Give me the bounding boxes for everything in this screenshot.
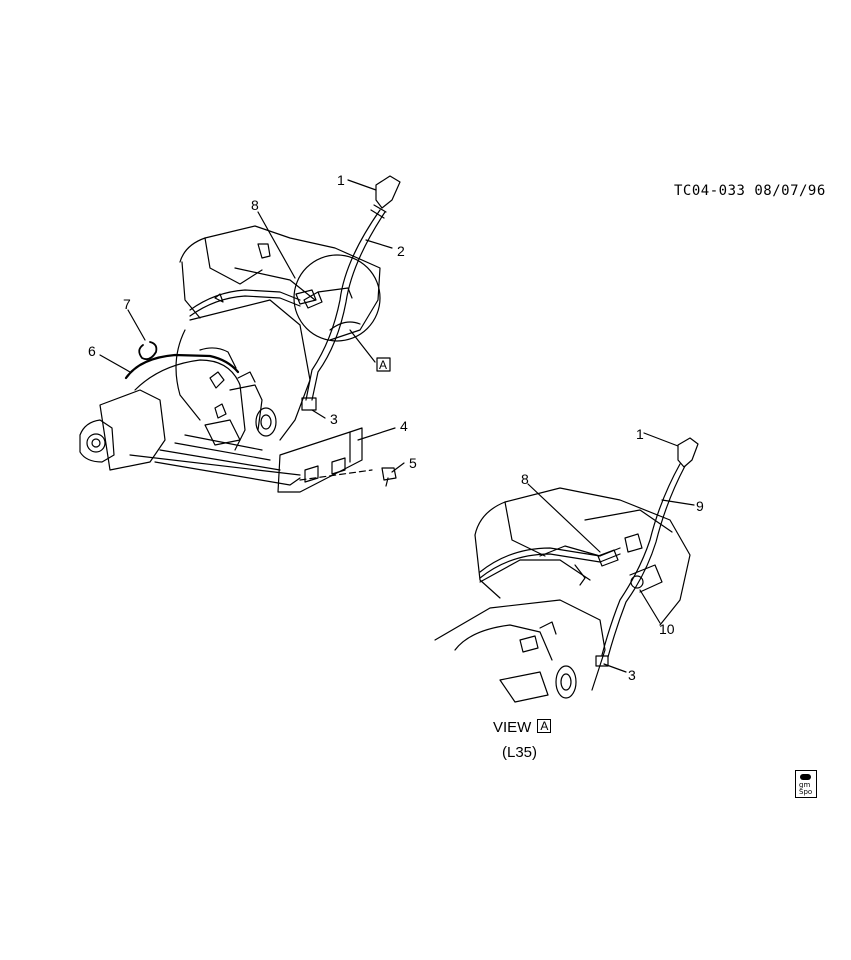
engine-code: (L35) — [502, 744, 538, 761]
detail-circle-a — [293, 254, 381, 342]
callout-8-main: 8 — [251, 197, 259, 213]
shield-main — [277, 427, 373, 493]
bracket-10-view — [629, 564, 663, 593]
harness-main — [124, 353, 240, 380]
callout-5-main: 5 — [409, 455, 417, 471]
callout-3-view: 3 — [628, 667, 636, 683]
logo-line1: gm — [799, 781, 811, 789]
callout-2-main: 2 — [397, 243, 405, 259]
dipstick-tube-view — [595, 437, 699, 667]
logo-cap-icon — [800, 774, 811, 780]
callout-1-main: 1 — [337, 172, 345, 188]
callout-6-main: 6 — [88, 343, 96, 359]
leaders-view — [527, 432, 695, 673]
gm-spo-logo: gm Spo — [795, 770, 817, 798]
transmission-main — [79, 299, 311, 486]
logo-line2: Spo — [799, 788, 813, 796]
callout-a-letter: A — [379, 358, 387, 372]
callout-9-view: 9 — [696, 498, 704, 514]
view-letter-box: A — [537, 719, 552, 733]
callout-4-main: 4 — [400, 418, 408, 434]
clip-main — [138, 341, 158, 361]
view-a-caption: VIEW A — [493, 719, 552, 736]
cooler-line-view — [479, 547, 621, 586]
cooler-line-main — [189, 289, 317, 317]
callout-1-view: 1 — [636, 426, 644, 442]
bolt-main — [381, 467, 397, 487]
engine-block-view — [474, 487, 691, 626]
callout-box-a — [376, 357, 391, 372]
callout-8-view: 8 — [521, 471, 529, 487]
view-label: VIEW — [493, 719, 532, 736]
transmission-view — [434, 599, 606, 703]
callout-7-main: 7 — [123, 296, 131, 312]
callout-3-main: 3 — [330, 411, 338, 427]
leaders-main — [99, 179, 405, 473]
engine-block-main — [179, 225, 381, 341]
callout-10-view: 10 — [659, 621, 675, 637]
drawing-code: TC04-033 08/07/96 — [674, 183, 826, 199]
